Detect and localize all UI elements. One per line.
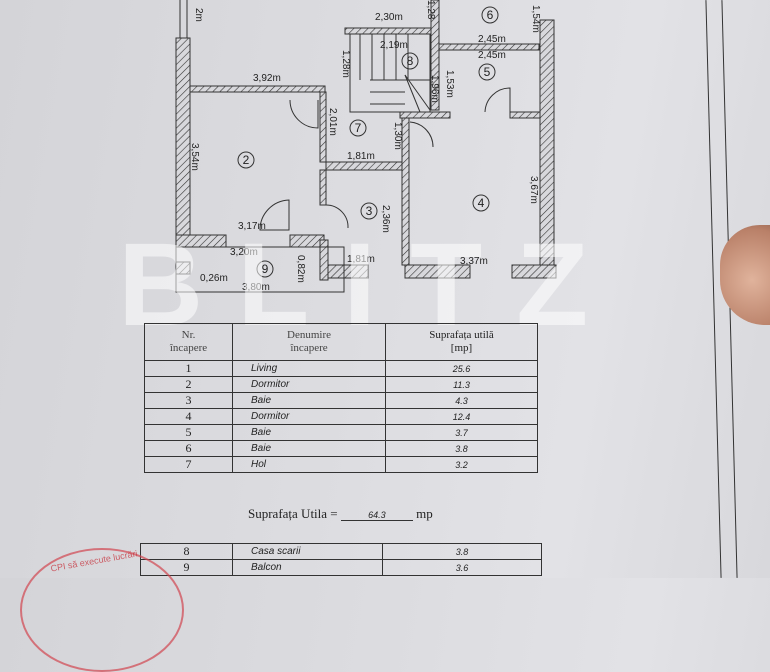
svg-text:3,80m: 3,80m	[242, 282, 270, 293]
svg-text:3,17m: 3,17m	[238, 221, 266, 232]
room-label-5: 5	[478, 63, 496, 81]
balcony-outline	[175, 246, 345, 293]
svg-text:3,20m: 3,20m	[230, 247, 258, 258]
room-label-2: 2	[237, 151, 255, 169]
total-area-value: 64.3	[340, 510, 413, 521]
svg-text:1,54m: 1,54m	[530, 5, 541, 33]
room-label-9: 9	[256, 260, 274, 278]
svg-text:3,92m: 3,92m	[253, 73, 281, 84]
svg-text:8: 8	[407, 54, 414, 68]
stamp-text: CPI să execute lucrări	[49, 548, 139, 574]
total-area-unit: mp	[416, 506, 433, 521]
svg-text:1,28: 1,28	[425, 0, 436, 20]
header-area: Suprafața utilă[mp]	[385, 323, 538, 361]
svg-text:9: 9	[262, 262, 269, 276]
room-label-6: 6	[481, 6, 499, 24]
doors	[259, 87, 511, 231]
room-label-8: 8	[401, 52, 419, 70]
svg-text:0,82m: 0,82m	[295, 255, 306, 283]
floor-plan: 2 3 4 5 6 7 8 9 2m 2,30m 1,28 2,19m 1,28…	[175, 0, 557, 293]
dimension-labels: 2m 2,30m 1,28 2,19m 1,28m 2,45m 2,45m 1,…	[189, 0, 541, 293]
stairs	[349, 33, 431, 113]
svg-text:2,19m: 2,19m	[380, 40, 408, 51]
official-stamp: CPI să execute lucrări	[20, 548, 184, 672]
svg-text:1,53m: 1,53m	[444, 70, 455, 98]
svg-text:3,67m: 3,67m	[528, 176, 539, 204]
svg-text:1,81m: 1,81m	[347, 254, 375, 265]
svg-text:1,96m: 1,96m	[429, 75, 440, 103]
total-area: Suprafața Utila = 64.3 mp	[248, 506, 433, 522]
svg-text:2: 2	[243, 153, 250, 167]
total-area-label: Suprafața Utila =	[248, 506, 338, 521]
svg-text:3,37m: 3,37m	[460, 256, 488, 267]
svg-text:2m: 2m	[193, 8, 204, 22]
svg-text:7: 7	[355, 121, 362, 135]
svg-text:2,45m: 2,45m	[478, 34, 506, 45]
room-label-3: 3	[360, 202, 378, 220]
svg-text:3,54m: 3,54m	[189, 143, 200, 171]
svg-text:5: 5	[484, 65, 491, 79]
svg-text:2,01m: 2,01m	[327, 108, 338, 136]
svg-text:2,30m: 2,30m	[375, 12, 403, 23]
svg-text:6: 6	[487, 8, 494, 22]
svg-text:0,26m: 0,26m	[200, 273, 228, 284]
walls	[175, 0, 557, 281]
svg-text:2,45m: 2,45m	[478, 50, 506, 61]
room-label-7: 7	[349, 119, 367, 137]
svg-text:3: 3	[366, 204, 373, 218]
svg-text:4: 4	[478, 196, 485, 210]
svg-text:1,30m: 1,30m	[392, 122, 403, 150]
room-numbers: 2 3 4 5 6 7 8 9	[237, 6, 499, 278]
room-label-4: 4	[472, 194, 490, 212]
svg-text:1,81m: 1,81m	[347, 151, 375, 162]
svg-text:1,28m: 1,28m	[340, 50, 351, 78]
header-nr: Nr.încapere	[144, 323, 233, 361]
svg-text:2,36m: 2,36m	[380, 205, 391, 233]
